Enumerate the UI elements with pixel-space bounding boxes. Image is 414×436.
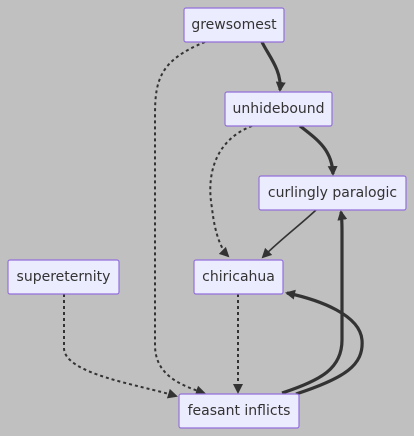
node-label-chiricahua: chiricahua [202, 269, 275, 285]
node-label-feasant-inflicts: feasant inflicts [188, 403, 291, 419]
edge-feasant-inflicts-to-chiricahua [285, 289, 364, 396]
node-curlingly-paralogic[interactable]: curlingly paralogic [258, 175, 407, 211]
node-feasant-inflicts[interactable]: feasant inflicts [178, 393, 300, 429]
edge-curlingly-paralogic-to-chiricahua [261, 209, 317, 259]
edge-grewsomest-to-feasant-inflicts [154, 41, 206, 396]
node-label-supereternity: supereternity [17, 269, 111, 285]
edge-unhidebound-to-chiricahua [209, 125, 253, 258]
edge-unhidebound-to-curlingly-paralogic [299, 124, 338, 176]
edge-supereternity-to-feasant-inflicts [63, 294, 178, 399]
node-chiricahua[interactable]: chiricahua [193, 259, 284, 295]
edge-feasant-inflicts-to-curlingly-paralogic [281, 210, 348, 395]
edge-grewsomest-to-unhidebound [260, 41, 286, 92]
node-label-unhidebound: unhidebound [232, 101, 324, 117]
node-unhidebound[interactable]: unhidebound [224, 91, 333, 127]
node-label-curlingly-paralogic: curlingly paralogic [268, 185, 397, 201]
node-label-grewsomest: grewsomest [191, 17, 277, 33]
node-supereternity[interactable]: supereternity [7, 259, 120, 295]
node-grewsomest[interactable]: grewsomest [183, 7, 285, 43]
edges [63, 41, 364, 399]
